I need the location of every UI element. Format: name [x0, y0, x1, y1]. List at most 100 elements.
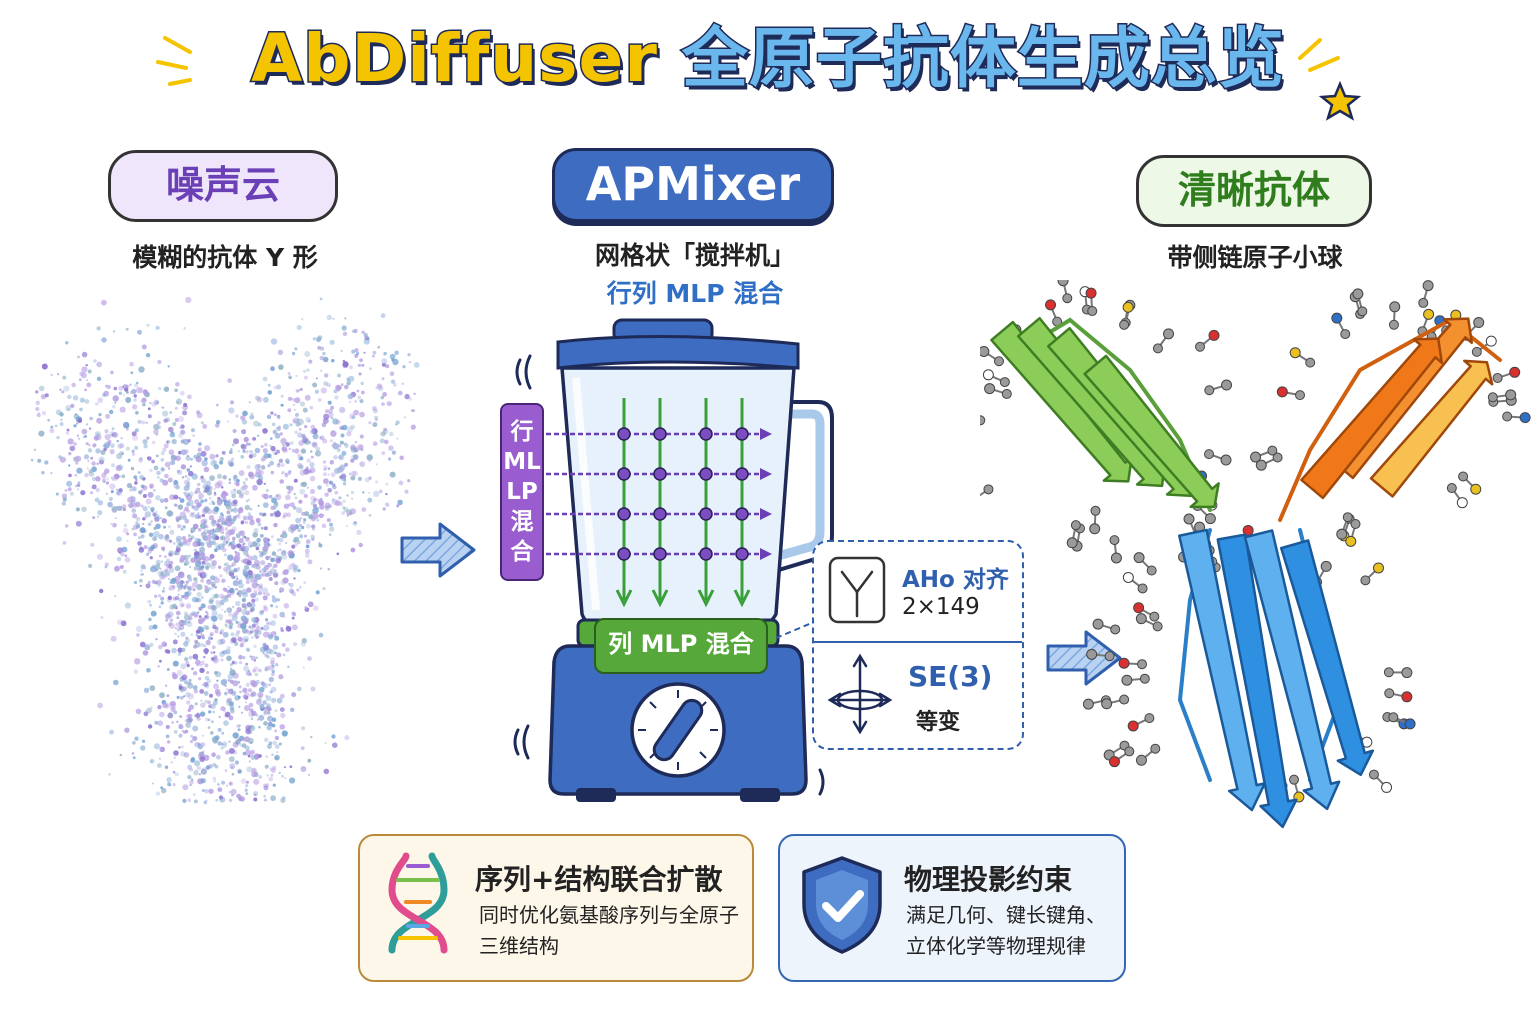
- noise-particle: [242, 688, 248, 693]
- noise-particle: [343, 442, 347, 446]
- noise-particle: [205, 639, 211, 646]
- noise-particle: [326, 484, 329, 487]
- noise-particle: [303, 581, 306, 584]
- noise-particle: [204, 445, 211, 452]
- noise-particle: [149, 483, 154, 488]
- noise-particle: [210, 575, 216, 581]
- noise-particle: [143, 515, 147, 520]
- noise-particle: [275, 427, 278, 430]
- noise-particle: [190, 531, 193, 534]
- grid-node: [699, 507, 713, 521]
- atom: [1137, 583, 1148, 594]
- noise-particle: [257, 481, 262, 486]
- noise-particle: [233, 568, 238, 573]
- noise-particle: [164, 765, 169, 769]
- noise-particle: [190, 557, 196, 563]
- noise-particle: [112, 522, 117, 528]
- noise-particle: [180, 464, 187, 470]
- noise-particle: [351, 329, 356, 333]
- noise-particle: [331, 734, 336, 739]
- noise-particle: [202, 424, 208, 429]
- noise-particle: [231, 457, 235, 461]
- noise-particle: [133, 475, 138, 479]
- atom: [1272, 452, 1283, 463]
- noise-particle: [322, 438, 328, 444]
- noise-particle: [396, 437, 399, 440]
- noise-particle: [173, 730, 178, 734]
- noise-particle: [118, 391, 123, 395]
- row-arrowhead: [760, 548, 772, 560]
- noise-particle: [178, 450, 182, 455]
- noise-particle: [139, 584, 142, 587]
- noise-particle: [259, 584, 263, 589]
- noise-particle: [172, 660, 179, 667]
- noise-particle: [229, 663, 233, 667]
- noise-particle: [86, 467, 89, 470]
- noise-particle: [140, 573, 143, 576]
- noise-particle: [263, 785, 269, 791]
- noise-particle: [201, 571, 206, 576]
- noise-particle: [96, 433, 99, 436]
- noise-particle: [241, 429, 247, 435]
- noise-particle: [226, 420, 230, 423]
- noise-particle: [177, 543, 181, 547]
- column-arrowhead: [615, 589, 633, 608]
- noise-particle: [191, 778, 194, 781]
- noise-particle: [110, 370, 114, 375]
- noise-particle: [181, 745, 184, 749]
- noise-particle: [311, 524, 316, 529]
- noise-particle: [200, 565, 205, 569]
- beta-strand: [1369, 359, 1494, 498]
- noise-particle: [61, 501, 66, 506]
- noise-particle: [245, 662, 249, 666]
- noise-particle: [270, 620, 276, 627]
- noise-particle: [131, 452, 136, 456]
- noise-particle: [271, 697, 277, 703]
- col-mlp-label: 列 MLP 混合: [594, 618, 768, 674]
- noise-particle: [170, 460, 176, 466]
- noise-particle: [307, 656, 312, 661]
- noise-particle: [238, 724, 241, 728]
- noise-particle: [192, 434, 195, 437]
- noise-particle: [212, 624, 217, 630]
- noise-particle: [232, 429, 237, 433]
- noise-particle: [191, 596, 198, 603]
- noise-particle: [229, 462, 234, 467]
- noise-particle: [213, 655, 218, 660]
- atom: [1487, 392, 1498, 403]
- noise-particle: [223, 475, 227, 479]
- noise-particle: [253, 659, 257, 662]
- noise-particle: [142, 506, 148, 512]
- noise-particle: [135, 387, 142, 394]
- noise-particle: [103, 441, 111, 449]
- noise-particle: [359, 411, 365, 418]
- antibody-structure-image: [980, 280, 1531, 829]
- atom: [1109, 535, 1120, 546]
- noise-particle: [281, 550, 287, 555]
- noise-particle: [182, 515, 188, 521]
- noise-particle: [194, 597, 200, 603]
- noise-particle: [87, 459, 90, 462]
- noise-particle: [63, 385, 70, 392]
- noise-particle: [228, 587, 235, 594]
- noise-particle: [201, 478, 207, 484]
- noise-particle: [276, 549, 280, 552]
- noise-particle: [155, 559, 161, 565]
- noise-particle: [158, 533, 164, 540]
- noise-particle: [157, 584, 161, 588]
- noise-particle: [346, 514, 349, 517]
- noise-particle: [323, 768, 330, 775]
- title-zh: 全原子抗体生成总览: [680, 19, 1285, 99]
- noise-particle: [175, 398, 183, 405]
- noise-particle: [237, 590, 243, 595]
- noise-particle: [277, 349, 284, 355]
- noise-particle: [105, 492, 108, 495]
- noise-particle: [287, 372, 291, 375]
- noise-particle: [271, 670, 275, 674]
- noise-particle: [178, 597, 183, 602]
- noise-particle: [328, 504, 332, 508]
- noise-particle: [211, 560, 218, 566]
- noise-particle: [212, 622, 216, 626]
- noise-particle: [208, 587, 212, 591]
- noise-particle: [105, 413, 111, 419]
